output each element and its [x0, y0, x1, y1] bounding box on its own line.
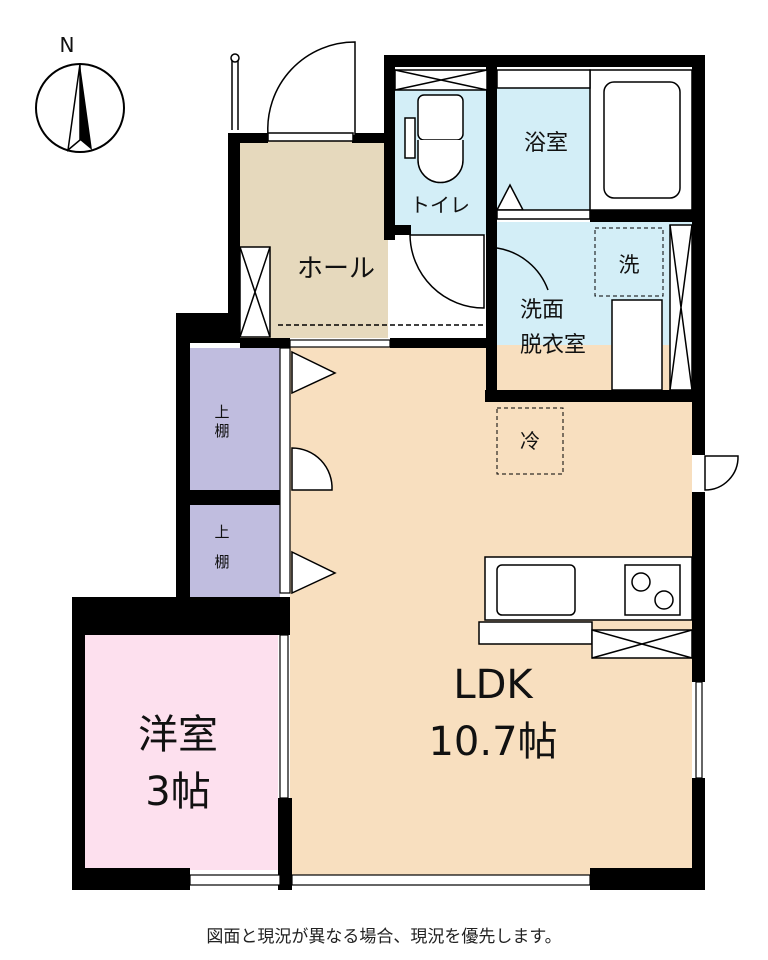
toilet-icon: [417, 94, 464, 141]
disclaimer-note: 図面と現況が異なる場合、現況を優先します。: [206, 927, 562, 947]
washer-space: [594, 227, 664, 297]
fridge-label: 冷: [520, 429, 540, 453]
washroom-label-2: 脱衣室: [520, 333, 586, 358]
washer-label: 洗: [619, 253, 640, 277]
closet-upper-label-1: 上: [214, 403, 229, 421]
north-arrow-icon: [80, 64, 92, 150]
compass-label: N: [60, 33, 75, 57]
compass: N: [35, 33, 125, 153]
hall-label: ホール: [297, 254, 375, 284]
walls: [72, 55, 705, 890]
closet-lower: [190, 505, 280, 597]
doors: [230, 41, 739, 595]
western-room-label: 洋室: [138, 712, 218, 758]
western-room-size: 3帖: [145, 769, 210, 815]
fixtures: [239, 69, 693, 659]
ldk-size: 10.7帖: [428, 719, 557, 765]
ldk-label: LDK: [453, 662, 534, 708]
toilet-label: トイレ: [410, 193, 470, 217]
western-room-floor: [85, 635, 278, 870]
closet-upper-label-2: 棚: [214, 422, 229, 440]
closet-lower-label-1: 上: [214, 523, 229, 541]
windows: [189, 339, 703, 886]
washroom-label-1: 洗面: [520, 298, 564, 323]
closet-upper: [190, 348, 280, 490]
bath-label: 浴室: [524, 131, 568, 156]
stove-icon: [624, 564, 681, 616]
fridge-space: [496, 407, 564, 475]
bathtub-icon: [603, 81, 681, 199]
kitchen-sink-icon: [496, 564, 576, 616]
sink-vanity-icon: [611, 299, 663, 391]
closet-lower-label-2: 棚: [214, 553, 229, 571]
